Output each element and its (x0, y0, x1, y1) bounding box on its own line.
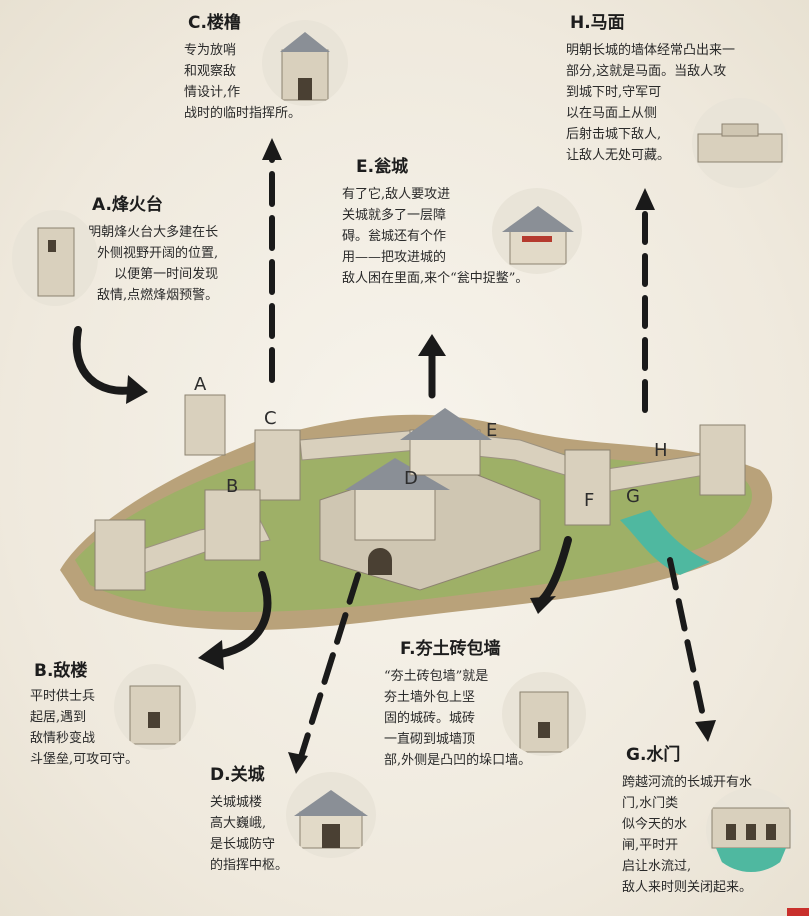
callout-e-thumbnail (492, 188, 582, 274)
callout-f-title: F.夯土砖包墙 (400, 639, 501, 659)
tower-c (254, 429, 301, 501)
arrowhead-c (262, 138, 282, 160)
callout-c-title: C.楼橹 (188, 13, 241, 33)
arrow-to-g (667, 557, 708, 728)
tower-b (204, 489, 261, 561)
callout-b-title: B.敌楼 (34, 661, 88, 681)
callout-b-text: 平时供士兵起居,遇到敌情秒变战斗堡垒,可攻可守。 (30, 689, 139, 767)
tower-h (699, 424, 746, 496)
callout-g-title: G.水门 (626, 745, 681, 765)
arrowhead-b (198, 640, 224, 670)
callout-a-thumbnail (12, 210, 98, 306)
callout-h-thumbnail (692, 98, 788, 188)
callout-g-text: 跨越河流的长城开有水门,水门类似今天的水闸,平时开启让水流过,敌人来时则关闭起来… (622, 775, 753, 895)
gate-roof-d (345, 458, 450, 490)
arrowhead-h (635, 188, 655, 210)
callout-c-text: 专为放哨和观察敌情设计,作战时的临时指挥所。 (184, 43, 302, 121)
arrow-from-a (72, 326, 136, 395)
callout-f-text: “夯土砖包墙”就是夯土墙外包上坚固的城砖。城砖一直砌到城墙顶部,外侧是凸凹的垛口… (384, 669, 532, 768)
model-letter-a: A (194, 374, 207, 395)
gate-arch (368, 548, 392, 575)
water-gate-stream (620, 510, 710, 575)
model-letter-h: H (654, 440, 668, 461)
arrow-to-d (297, 572, 361, 763)
callout-g-thumbnail (706, 788, 796, 872)
model-letter-b: B (226, 476, 239, 497)
arrowhead-f (530, 596, 556, 614)
callout-c-thumbnail (262, 20, 348, 106)
callout-h-text: 明朝长城的墙体经常凸出来一部分,这就是马面。当敌人攻到城下时,守军可以在马面上从… (566, 43, 736, 163)
tower-left-end (94, 519, 146, 591)
gate-body-d (354, 484, 436, 541)
callout-e-text: 有了它,敌人要攻进关城就多了一层障碍。瓮城还有个作用——把攻进城的敌人困在里面,… (342, 187, 529, 286)
callout-a-title: A.烽火台 (92, 195, 163, 215)
model-letter-d: D (404, 468, 418, 489)
callout-a-text: 明朝烽火台大多建在长城外侧视野开阔的位置,以便第一时间发现敌情,点燃烽烟预警。 (84, 225, 219, 303)
callout-d-text: 关城城楼高大巍峨,是长城防守的指挥中枢。 (210, 795, 289, 873)
corner-mark (787, 908, 809, 916)
arrowhead-a (126, 375, 148, 404)
arrowhead-e (418, 334, 446, 356)
model-letter-g: G (626, 486, 640, 507)
callout-h-title: H.马面 (570, 13, 625, 33)
model-letter-e: E (486, 420, 498, 441)
callout-d-thumbnail (286, 772, 376, 858)
tower-a (184, 394, 226, 456)
arrow-to-b (211, 571, 272, 659)
arrowhead-g (695, 720, 716, 742)
callout-b-thumbnail (114, 664, 196, 750)
callout-d-title: D.关城 (210, 765, 265, 785)
model-letter-c: C (264, 408, 277, 429)
callout-f-thumbnail (502, 672, 586, 756)
arrowhead-d (288, 752, 308, 774)
callout-e-title: E.瓮城 (356, 157, 409, 177)
barbican-roof-e (400, 408, 492, 440)
tower-f (564, 449, 611, 526)
model-letter-f: F (584, 490, 595, 511)
